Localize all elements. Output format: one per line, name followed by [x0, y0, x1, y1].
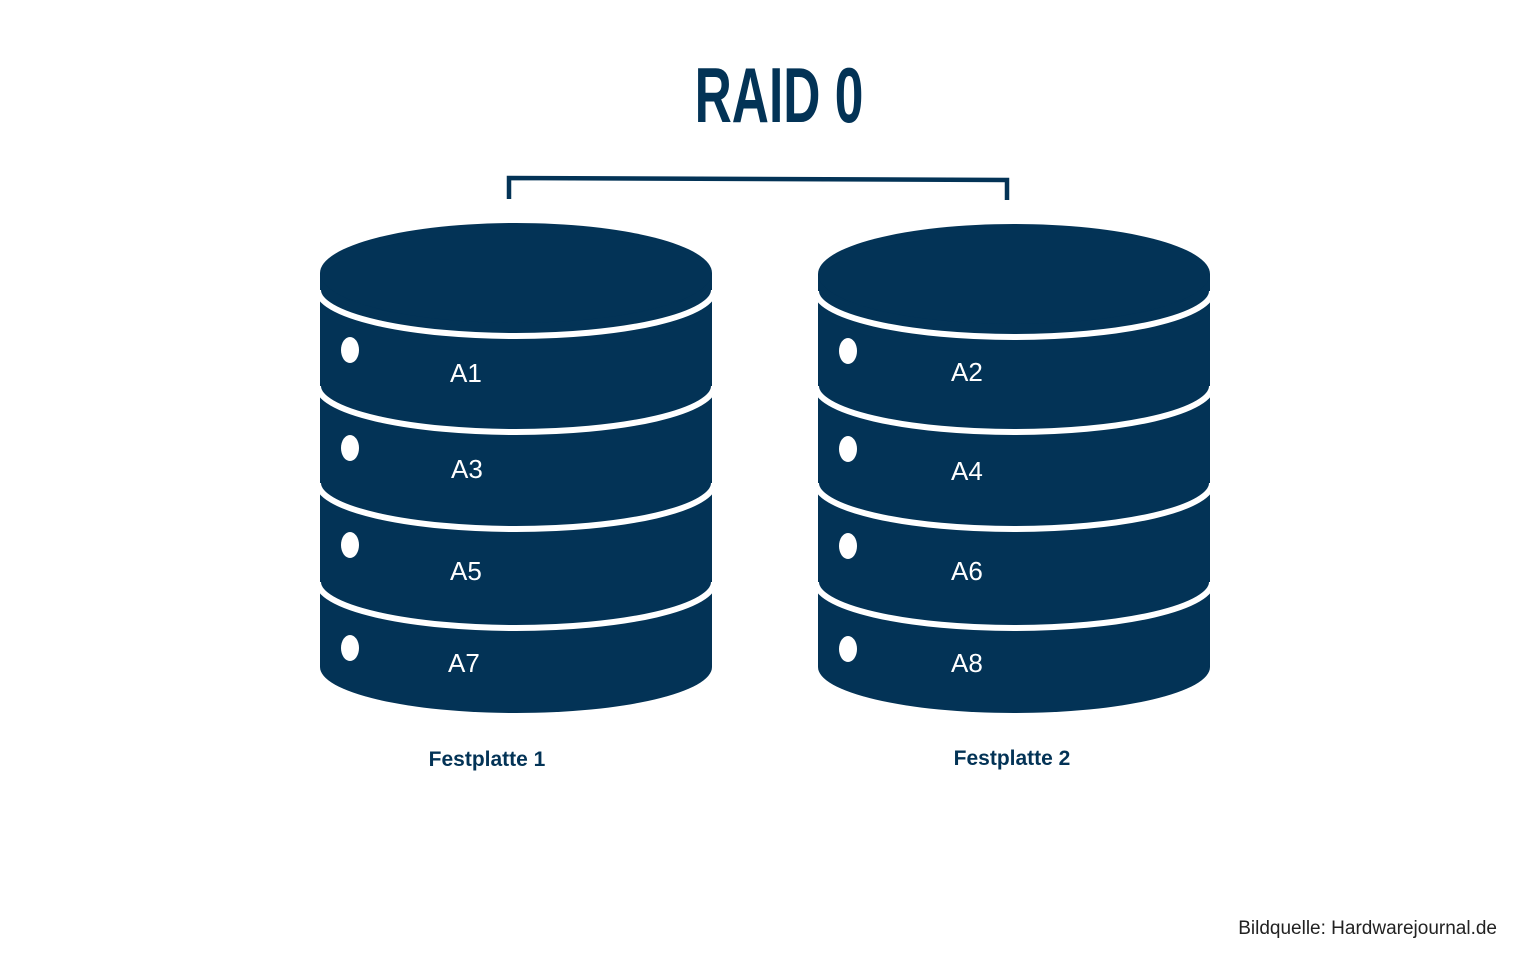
disk-1: A1 A3 A5 A7 [315, 223, 717, 713]
disk-1-separator [315, 581, 717, 631]
disk-1-separator [315, 482, 717, 532]
disk-2-separator [813, 385, 1215, 435]
disk-2-separator [813, 482, 1215, 532]
diagram-title: RAID 0 [695, 52, 864, 139]
disk-2-label: Festplatte 2 [954, 747, 1071, 770]
data-block-label: A5 [450, 556, 482, 586]
disk-2-status-led [839, 533, 857, 559]
data-block-label: A7 [448, 648, 480, 678]
disk-2-status-led [839, 436, 857, 462]
disk-1-separator [315, 289, 717, 339]
disk-1-status-led [341, 635, 359, 661]
disk-1-label: Festplatte 1 [429, 748, 546, 771]
disk-1-status-led [341, 532, 359, 558]
disk-2-top-cap [818, 224, 1210, 324]
disk-1-status-led [341, 435, 359, 461]
disk-2-separator [813, 581, 1215, 631]
data-block-label: A2 [951, 357, 983, 387]
disk-2-body [818, 274, 1210, 713]
image-source-credit: Bildquelle: Hardwarejournal.de [1238, 918, 1497, 939]
disk-2: A2 A4 A6 A8 [813, 224, 1215, 713]
disk-1-separator [315, 385, 717, 435]
data-block-label: A1 [450, 358, 482, 388]
data-block-label: A6 [951, 556, 983, 586]
disk-1-status-led [341, 337, 359, 363]
data-block-label: A4 [951, 456, 983, 486]
data-block-label: A8 [951, 648, 983, 678]
disk-2-separator [813, 290, 1215, 340]
data-block-label: A3 [451, 454, 483, 484]
raid-connector-bracket [506, 175, 1010, 200]
disk-1-body [320, 273, 712, 713]
disk-2-status-led [839, 636, 857, 662]
disk-1-top-cap [320, 223, 712, 323]
disk-2-status-led [839, 338, 857, 364]
